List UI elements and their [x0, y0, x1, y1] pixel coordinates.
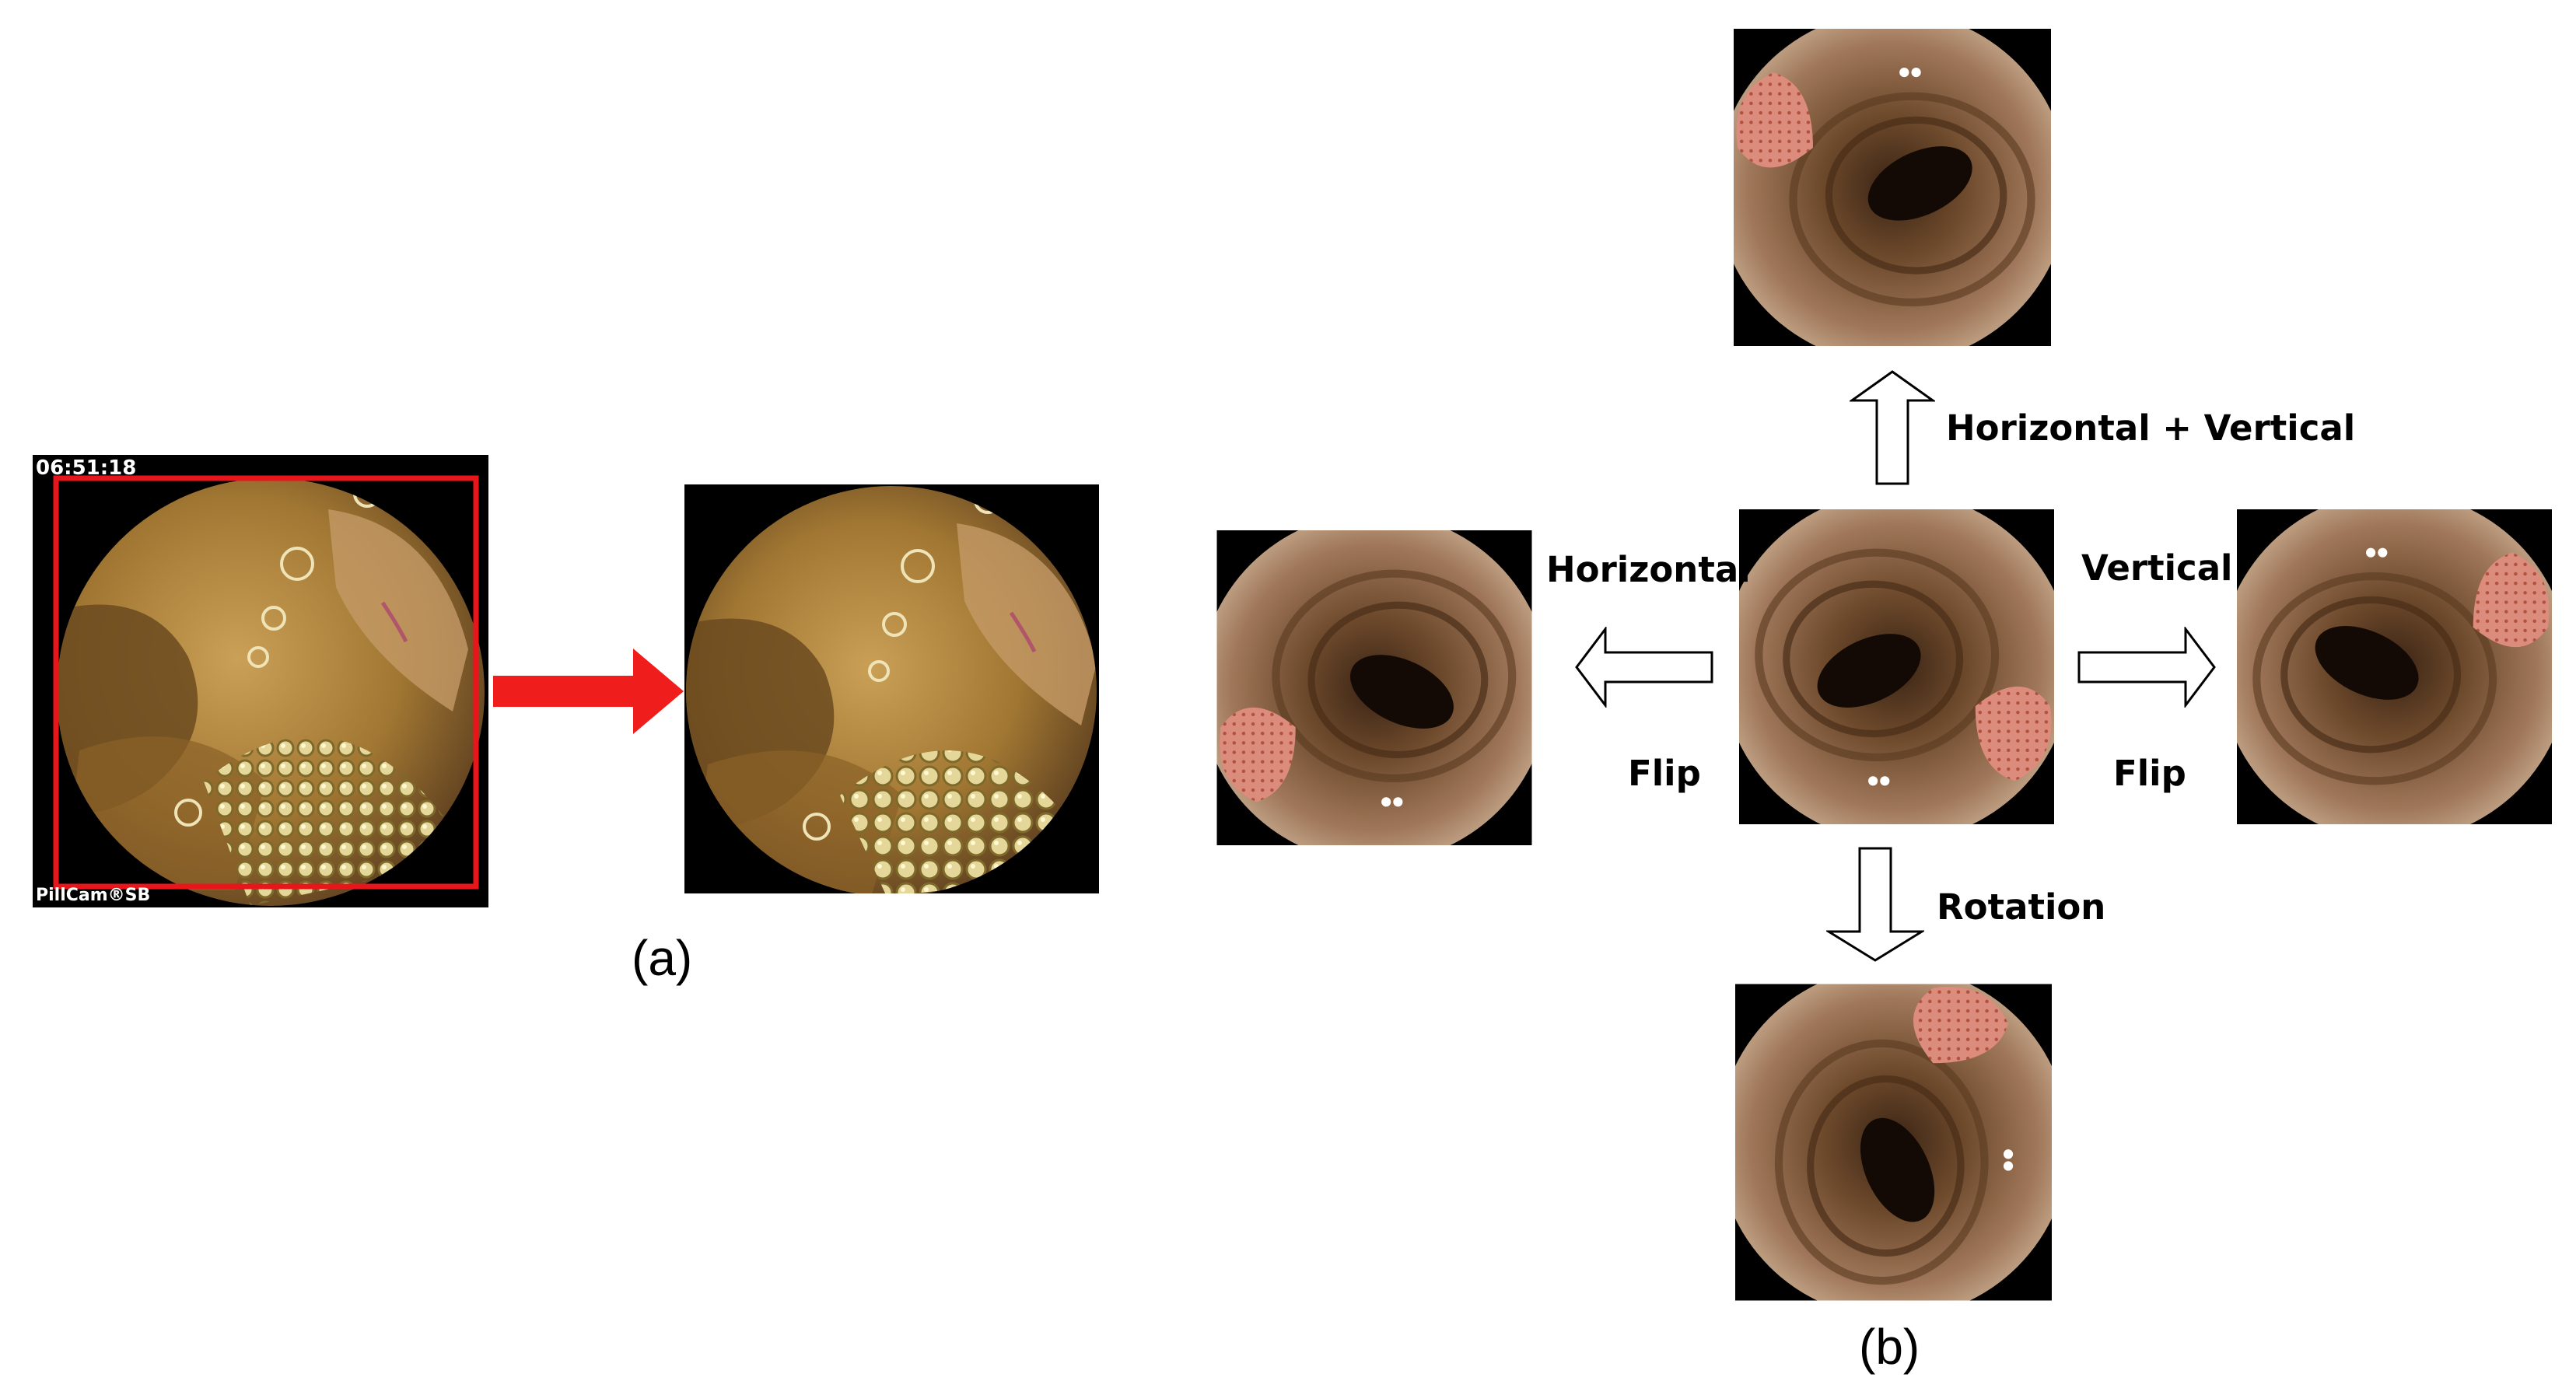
rotation-tile — [1735, 984, 2052, 1301]
panel-b: Horizontal + Vertical Horizontal Flip Ve… — [1128, 0, 2576, 1388]
overlay-brand: PillCam®SB — [36, 886, 151, 905]
caption-a: (a) — [632, 930, 693, 986]
crop-arrow-icon — [493, 649, 684, 734]
arrow-left-icon — [1575, 627, 1713, 708]
label-flip-right: Flip — [2113, 753, 2186, 794]
cropped-frame — [684, 484, 1099, 893]
horizontal-flip-tile — [1215, 530, 1534, 845]
original-capsule-frame: 06:51:18 PillCam®SB — [33, 455, 488, 907]
arrow-up-icon — [1850, 370, 1935, 485]
arrow-right-icon — [2077, 627, 2216, 708]
label-vertical: Vertical — [2081, 547, 2233, 589]
horizontal-vertical-flip-tile — [1731, 29, 2054, 346]
label-horizontal-vertical: Horizontal + Vertical — [1946, 407, 2356, 449]
caption-b: (b) — [1859, 1319, 1920, 1375]
cropped-frame-image — [686, 486, 1097, 893]
overlay-time: 06:51:18 — [36, 456, 137, 480]
arrow-down-icon — [1826, 847, 1924, 962]
original-frame-image — [53, 475, 485, 906]
vertical-flip-tile — [2237, 509, 2552, 824]
label-rotation: Rotation — [1937, 886, 2106, 928]
label-horizontal: Horizontal — [1546, 549, 1751, 590]
original-tile — [1739, 509, 2054, 824]
panel-a: 06:51:18 PillCam®SB — [0, 0, 1120, 1011]
label-flip-left: Flip — [1628, 753, 1701, 794]
